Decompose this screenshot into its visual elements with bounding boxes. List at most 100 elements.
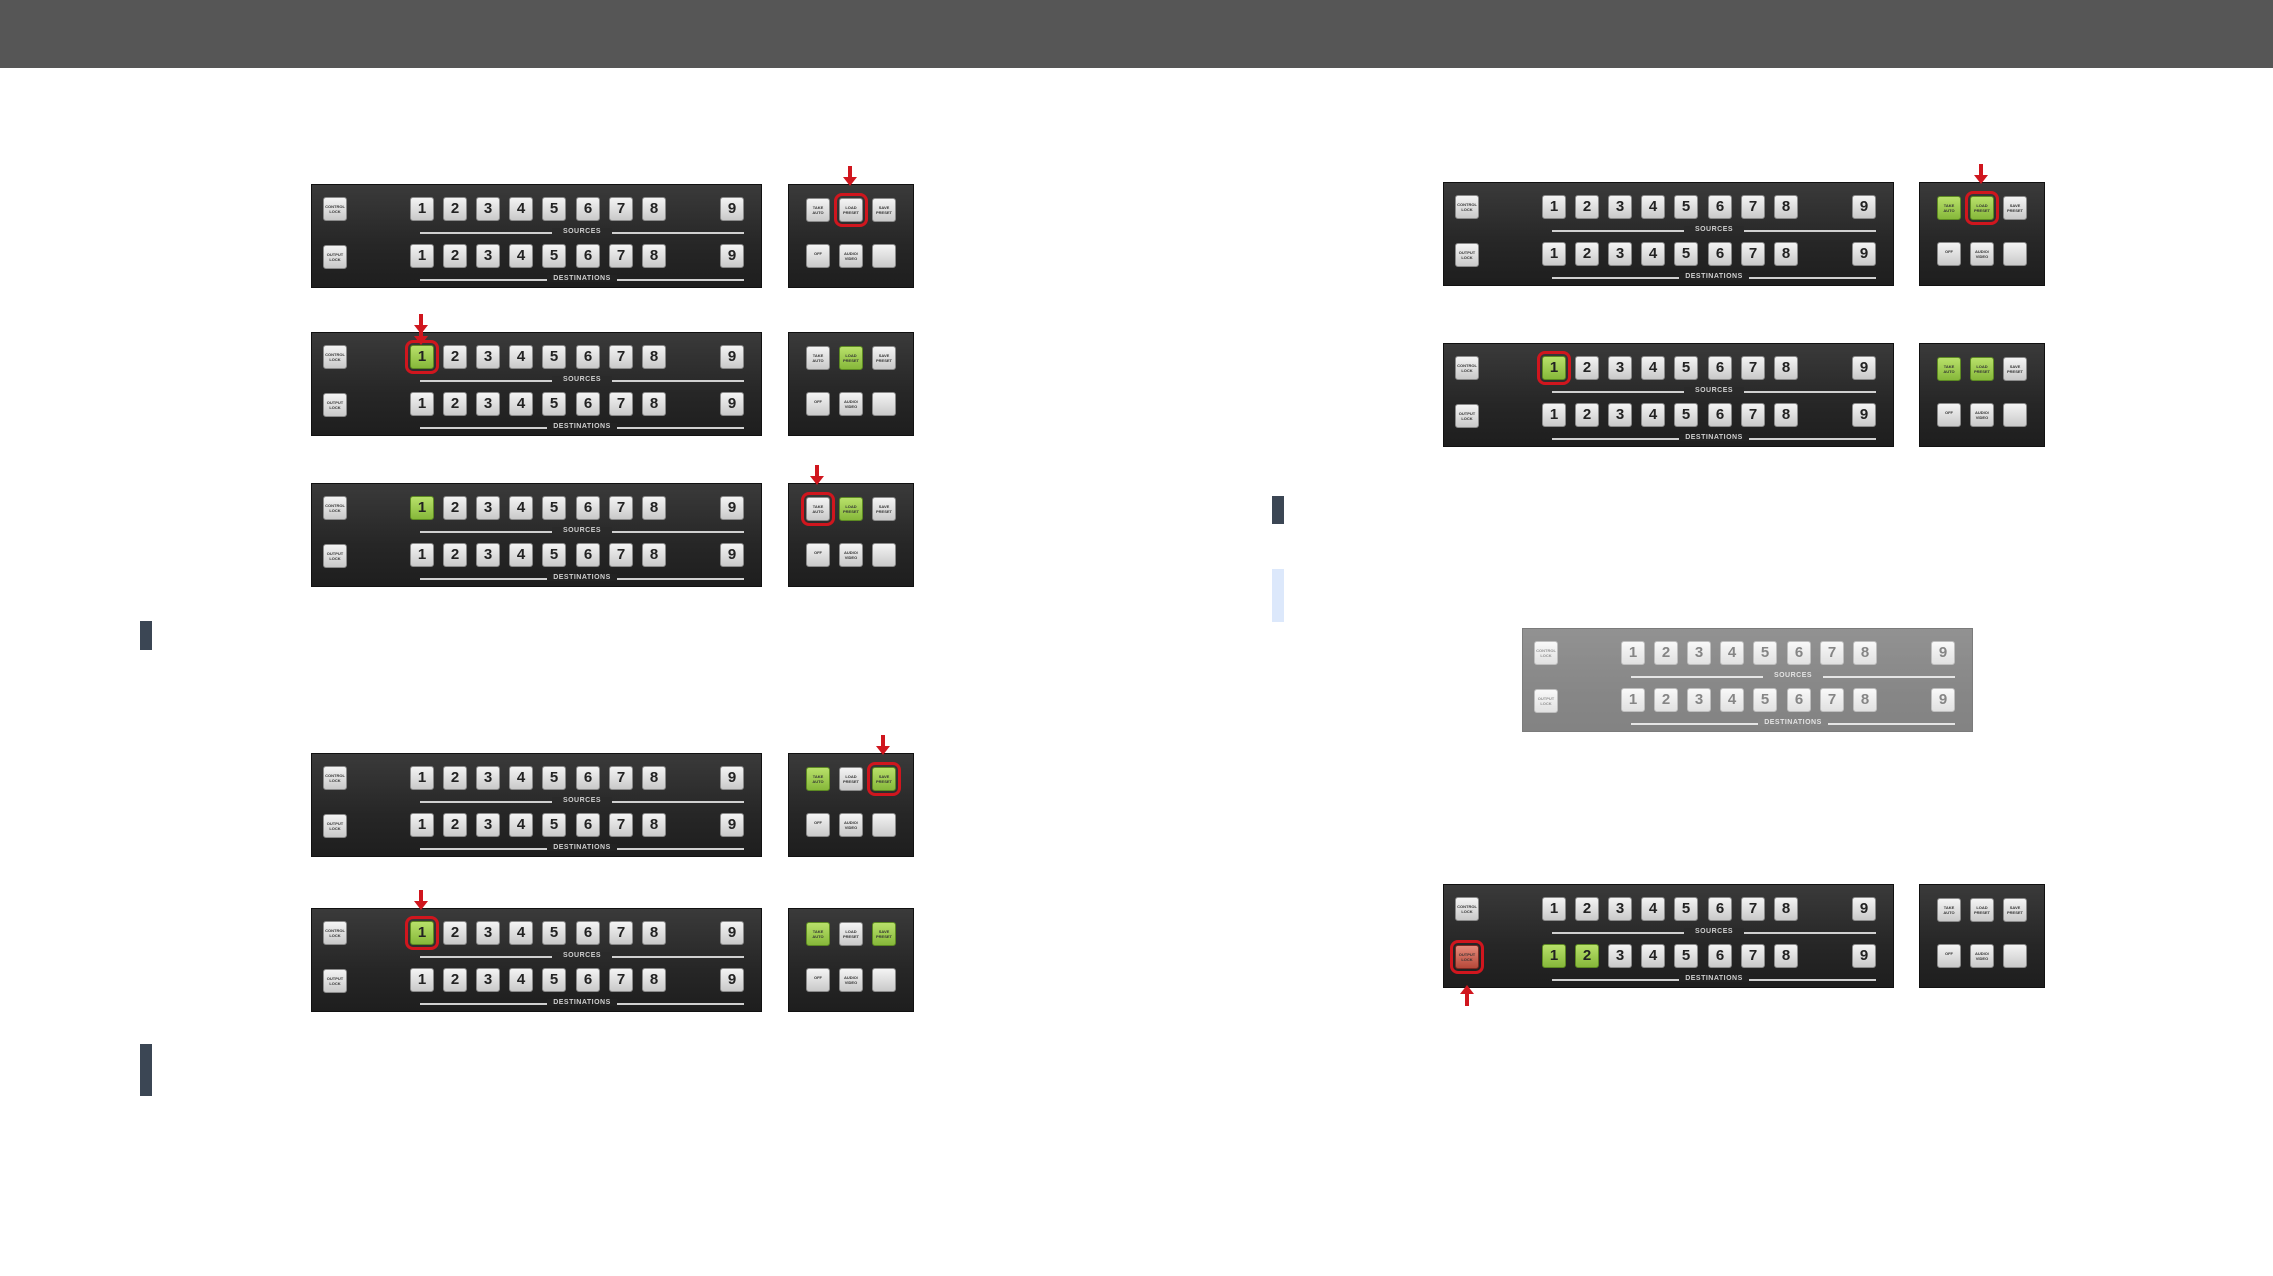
destination-button-4[interactable]: 4 — [1641, 944, 1665, 968]
audio-video-button[interactable]: AUDIO/ VIDEO — [1970, 403, 1994, 427]
source-button-1[interactable]: 1 — [410, 496, 434, 520]
destination-button-1[interactable]: 1 — [410, 813, 434, 837]
source-button-8[interactable]: 8 — [1774, 195, 1798, 219]
control-lock-button[interactable]: CONTROL LOCK — [323, 921, 347, 945]
destination-button-6[interactable]: 6 — [1708, 944, 1732, 968]
source-button-5[interactable]: 5 — [1674, 897, 1698, 921]
destination-button-4[interactable]: 4 — [509, 244, 533, 268]
destination-button-3[interactable]: 3 — [1608, 944, 1632, 968]
source-button-4[interactable]: 4 — [509, 197, 533, 221]
off-button[interactable]: OFF — [806, 244, 830, 268]
load-preset-button[interactable]: LOAD PRESET — [839, 497, 863, 521]
source-button-8[interactable]: 8 — [1774, 356, 1798, 380]
blank-button[interactable] — [872, 392, 896, 416]
source-button-4[interactable]: 4 — [509, 766, 533, 790]
control-lock-button[interactable]: CONTROL LOCK — [1455, 195, 1479, 219]
destination-button-1[interactable]: 1 — [1621, 688, 1645, 712]
destination-button-9[interactable]: 9 — [1931, 688, 1955, 712]
source-button-7[interactable]: 7 — [609, 496, 633, 520]
destination-button-5[interactable]: 5 — [1674, 403, 1698, 427]
source-button-8[interactable]: 8 — [1853, 641, 1877, 665]
source-button-5[interactable]: 5 — [542, 345, 566, 369]
source-button-5[interactable]: 5 — [542, 496, 566, 520]
output-lock-button[interactable]: OUTPUT LOCK — [1450, 940, 1484, 974]
source-button-7[interactable]: 7 — [609, 921, 633, 945]
load-preset-button[interactable]: LOAD PRESET — [839, 767, 863, 791]
source-button-2[interactable]: 2 — [443, 921, 467, 945]
destination-button-7[interactable]: 7 — [609, 543, 633, 567]
output-lock-button[interactable]: OUTPUT LOCK — [1455, 243, 1479, 267]
source-button-6[interactable]: 6 — [576, 496, 600, 520]
source-button-5[interactable]: 5 — [1753, 641, 1777, 665]
source-button-9[interactable]: 9 — [720, 766, 744, 790]
control-lock-button[interactable]: CONTROL LOCK — [323, 345, 347, 369]
take-auto-button[interactable]: TAKE AUTO — [806, 767, 830, 791]
save-preset-button[interactable]: SAVE PRESET — [2003, 357, 2027, 381]
source-button-1[interactable]: 1 — [405, 340, 439, 374]
load-preset-button[interactable]: LOAD PRESET — [839, 346, 863, 370]
audio-video-button[interactable]: AUDIO/ VIDEO — [839, 813, 863, 837]
blank-button[interactable] — [2003, 242, 2027, 266]
blank-button[interactable] — [2003, 944, 2027, 968]
save-preset-button[interactable]: SAVE PRESET — [872, 346, 896, 370]
source-button-1[interactable]: 1 — [1542, 195, 1566, 219]
audio-video-button[interactable]: AUDIO/ VIDEO — [839, 968, 863, 992]
output-lock-button[interactable]: OUTPUT LOCK — [323, 393, 347, 417]
source-button-8[interactable]: 8 — [1774, 897, 1798, 921]
source-button-8[interactable]: 8 — [642, 766, 666, 790]
control-lock-button[interactable]: CONTROL LOCK — [323, 766, 347, 790]
destination-button-9[interactable]: 9 — [720, 813, 744, 837]
destination-button-3[interactable]: 3 — [476, 392, 500, 416]
take-auto-button[interactable]: TAKE AUTO — [1937, 196, 1961, 220]
source-button-6[interactable]: 6 — [1708, 897, 1732, 921]
source-button-5[interactable]: 5 — [1674, 356, 1698, 380]
source-button-8[interactable]: 8 — [642, 921, 666, 945]
destination-button-2[interactable]: 2 — [443, 392, 467, 416]
destination-button-9[interactable]: 9 — [720, 543, 744, 567]
blank-button[interactable] — [2003, 403, 2027, 427]
source-button-4[interactable]: 4 — [509, 496, 533, 520]
take-auto-button[interactable]: TAKE AUTO — [806, 198, 830, 222]
destination-button-8[interactable]: 8 — [1774, 944, 1798, 968]
destination-button-3[interactable]: 3 — [1608, 403, 1632, 427]
source-button-6[interactable]: 6 — [576, 766, 600, 790]
load-preset-button[interactable]: LOAD PRESET — [1965, 191, 1999, 225]
source-button-3[interactable]: 3 — [476, 766, 500, 790]
source-button-8[interactable]: 8 — [642, 197, 666, 221]
off-button[interactable]: OFF — [806, 392, 830, 416]
destination-button-3[interactable]: 3 — [1687, 688, 1711, 712]
destination-button-8[interactable]: 8 — [1853, 688, 1877, 712]
audio-video-button[interactable]: AUDIO/ VIDEO — [1970, 944, 1994, 968]
destination-button-1[interactable]: 1 — [410, 968, 434, 992]
source-button-7[interactable]: 7 — [1741, 897, 1765, 921]
save-preset-button[interactable]: SAVE PRESET — [2003, 196, 2027, 220]
destination-button-7[interactable]: 7 — [1741, 242, 1765, 266]
output-lock-button[interactable]: OUTPUT LOCK — [323, 245, 347, 269]
source-button-3[interactable]: 3 — [1687, 641, 1711, 665]
output-lock-button[interactable]: OUTPUT LOCK — [1455, 404, 1479, 428]
destination-button-3[interactable]: 3 — [476, 543, 500, 567]
blank-button[interactable] — [872, 813, 896, 837]
source-button-9[interactable]: 9 — [1852, 195, 1876, 219]
source-button-7[interactable]: 7 — [1741, 356, 1765, 380]
destination-button-2[interactable]: 2 — [443, 968, 467, 992]
destination-button-1[interactable]: 1 — [1542, 403, 1566, 427]
source-button-1[interactable]: 1 — [410, 766, 434, 790]
source-button-3[interactable]: 3 — [476, 345, 500, 369]
load-preset-button[interactable]: LOAD PRESET — [1970, 898, 1994, 922]
destination-button-7[interactable]: 7 — [1741, 944, 1765, 968]
off-button[interactable]: OFF — [806, 968, 830, 992]
save-preset-button[interactable]: SAVE PRESET — [872, 198, 896, 222]
source-button-6[interactable]: 6 — [576, 345, 600, 369]
blank-button[interactable] — [872, 543, 896, 567]
take-auto-button[interactable]: TAKE AUTO — [1937, 357, 1961, 381]
destination-button-5[interactable]: 5 — [542, 543, 566, 567]
control-lock-button[interactable]: CONTROL LOCK — [323, 496, 347, 520]
source-button-9[interactable]: 9 — [720, 197, 744, 221]
destination-button-6[interactable]: 6 — [576, 543, 600, 567]
source-button-9[interactable]: 9 — [1852, 356, 1876, 380]
take-auto-button[interactable]: TAKE AUTO — [801, 492, 835, 526]
source-button-2[interactable]: 2 — [1654, 641, 1678, 665]
off-button[interactable]: OFF — [1937, 944, 1961, 968]
take-auto-button[interactable]: TAKE AUTO — [806, 346, 830, 370]
